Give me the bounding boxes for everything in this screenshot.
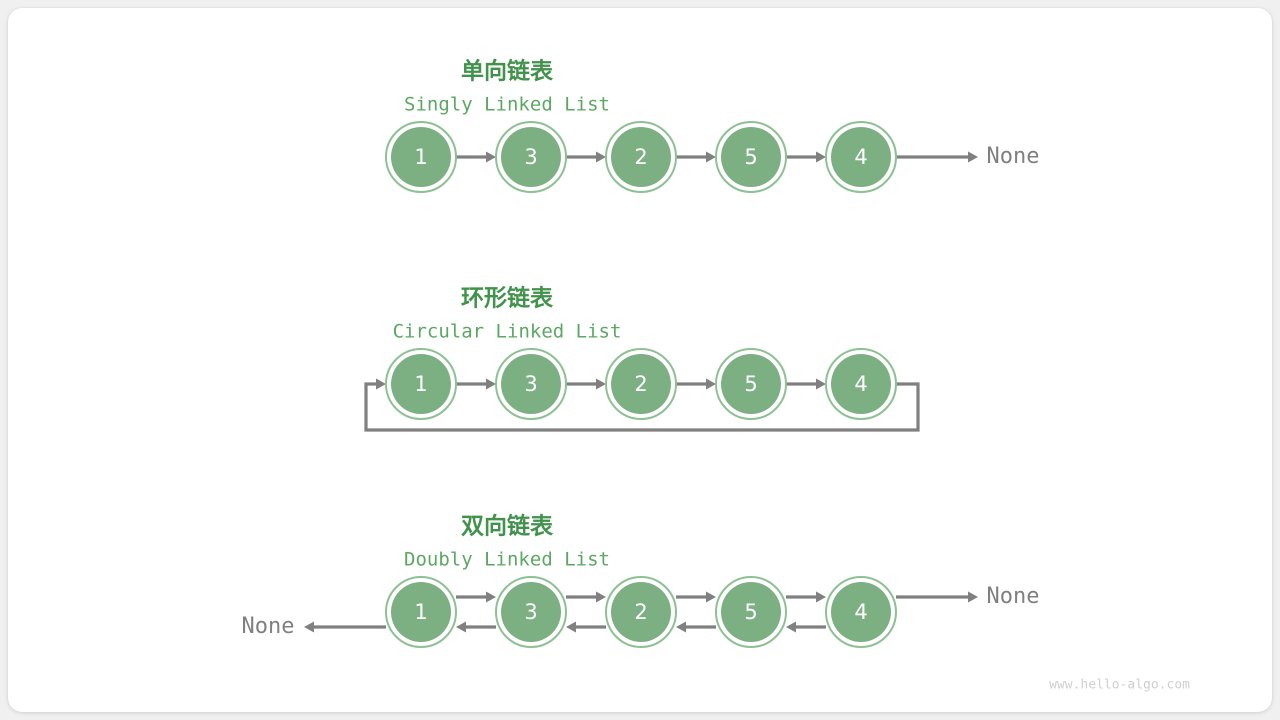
arrow-head-none-doubly — [304, 621, 386, 633]
node-value: 5 — [744, 372, 757, 396]
list-node[interactable]: 3 — [495, 348, 567, 420]
list-node[interactable]: 3 — [495, 576, 567, 648]
watermark-text: www.hello-algo.com — [1049, 678, 1190, 693]
list-node[interactable]: 4 — [825, 348, 897, 420]
arrow-next-doubly-2 — [676, 591, 716, 603]
list-node[interactable]: 2 — [605, 348, 677, 420]
list-node[interactable]: 2 — [605, 576, 677, 648]
section-circular: 环形链表 Circular Linked List 1 3 2 5 4 — [364, 285, 920, 432]
list-node[interactable]: 1 — [385, 348, 457, 420]
node-value: 2 — [634, 372, 647, 396]
list-node[interactable]: 5 — [715, 348, 787, 420]
arrow-next-doubly-1 — [566, 591, 606, 603]
list-node[interactable]: 5 — [715, 121, 787, 193]
arrow-next-circular-1 — [566, 378, 606, 390]
list-node[interactable]: 1 — [385, 576, 457, 648]
arrow-next-doubly-0 — [456, 591, 496, 603]
section-title-cn-doubly: 双向链表 — [461, 513, 554, 540]
arrow-next-singly-2 — [676, 151, 716, 163]
node-value: 4 — [854, 600, 867, 624]
node-value: 3 — [524, 145, 537, 169]
list-node[interactable]: 4 — [825, 576, 897, 648]
arrow-prev-doubly-0 — [456, 621, 496, 633]
arrow-prev-doubly-1 — [566, 621, 606, 633]
node-value: 2 — [634, 600, 647, 624]
section-title-en-singly: Singly Linked List — [404, 94, 610, 116]
section-title-cn-circular: 环形链表 — [461, 285, 554, 312]
section-title-en-circular: Circular Linked List — [393, 321, 622, 343]
loop-path-circular — [364, 382, 920, 432]
arrow-tail-none-singly — [896, 151, 978, 163]
arrow-tail-none-doubly — [896, 591, 978, 603]
arrow-next-singly-3 — [786, 151, 826, 163]
head-none-label-doubly: None — [242, 614, 295, 639]
arrow-next-circular-3 — [786, 378, 826, 390]
list-node[interactable]: 2 — [605, 121, 677, 193]
loop-arrow-head-circular — [376, 378, 386, 390]
node-value: 3 — [524, 600, 537, 624]
section-title-cn-singly: 单向链表 — [461, 58, 554, 85]
section-title-en-doubly: Doubly Linked List — [404, 549, 610, 571]
node-value: 2 — [634, 145, 647, 169]
arrow-prev-doubly-2 — [676, 621, 716, 633]
node-value: 4 — [854, 372, 867, 396]
node-value: 3 — [524, 372, 537, 396]
arrow-prev-doubly-3 — [786, 621, 826, 633]
arrow-next-singly-1 — [566, 151, 606, 163]
list-node[interactable]: 4 — [825, 121, 897, 193]
list-node[interactable]: 5 — [715, 576, 787, 648]
arrow-next-circular-0 — [456, 378, 496, 390]
arrow-next-singly-0 — [456, 151, 496, 163]
arrow-next-circular-2 — [676, 378, 716, 390]
node-value: 1 — [414, 600, 427, 624]
tail-none-label-doubly: None — [987, 584, 1040, 609]
list-node[interactable]: 1 — [385, 121, 457, 193]
tail-none-label-singly: None — [987, 144, 1040, 169]
list-node[interactable]: 3 — [495, 121, 567, 193]
arrow-next-doubly-3 — [786, 591, 826, 603]
node-value: 5 — [744, 145, 757, 169]
node-value: 5 — [744, 600, 757, 624]
node-value: 4 — [854, 145, 867, 169]
node-value: 1 — [414, 372, 427, 396]
node-value: 1 — [414, 145, 427, 169]
